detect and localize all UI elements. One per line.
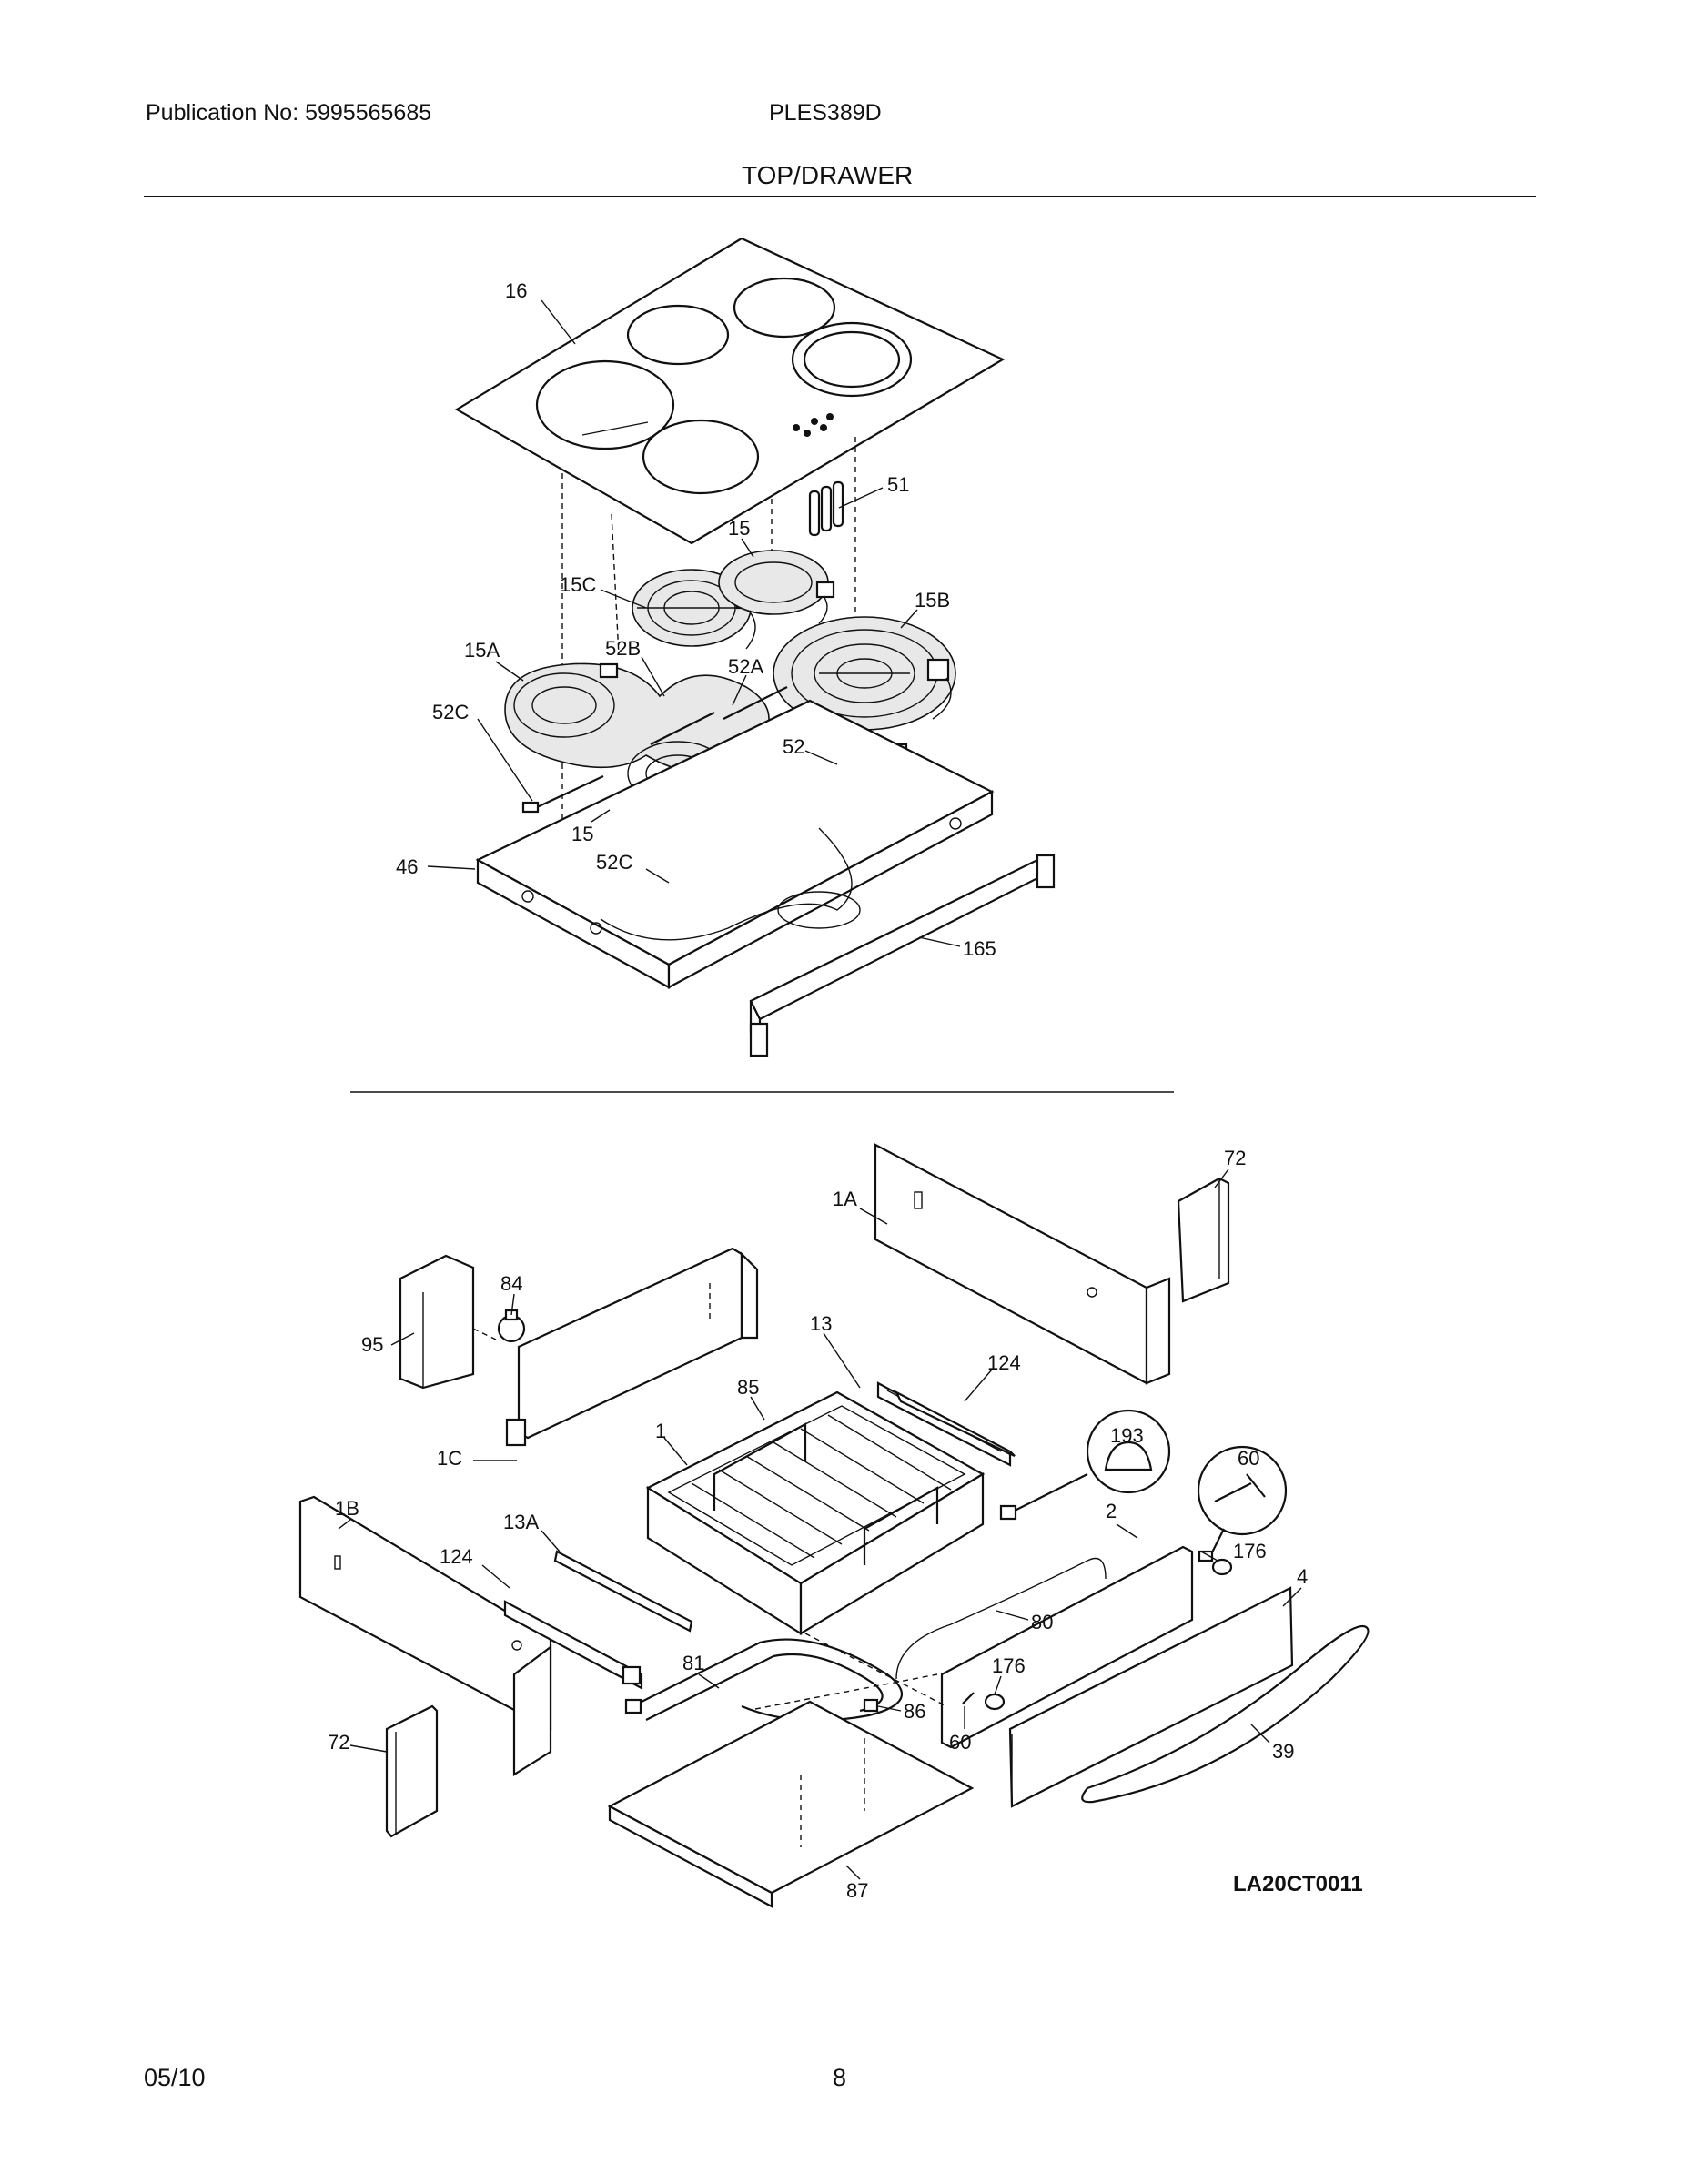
callout-1A: 1A — [833, 1188, 857, 1210]
callout-60: 60 — [1238, 1447, 1259, 1470]
drawer-side-panel-1B — [298, 1495, 552, 1776]
callout-46: 46 — [396, 855, 418, 878]
drawer-bottom-87 — [607, 1700, 975, 1908]
slide-rail-124-right — [894, 1390, 1016, 1457]
drawer-inner-door-2 — [895, 1545, 1194, 1749]
drawer-back-panel-1A — [874, 1143, 1171, 1385]
callout-86: 86 — [904, 1700, 925, 1723]
callout-leaders — [338, 299, 1302, 1880]
front-rail-165 — [749, 854, 1056, 1057]
callout-52B: 52B — [605, 637, 641, 660]
callout-124: 124 — [987, 1351, 1021, 1374]
callout-176-left: 176 — [992, 1654, 1026, 1677]
callout-39: 39 — [1272, 1740, 1294, 1763]
callout-52C-lower: 52C — [596, 851, 632, 874]
drawer-slide-13A — [553, 1550, 693, 1633]
callout-176: 176 — [1233, 1540, 1267, 1562]
junction-box-95 — [399, 1254, 475, 1390]
callout-85: 85 — [737, 1376, 759, 1399]
terminal-block-51 — [808, 480, 844, 537]
callout-72-left: 72 — [328, 1731, 349, 1754]
callout-80: 80 — [1031, 1611, 1053, 1633]
callout-165: 165 — [963, 937, 996, 960]
callout-2: 2 — [1106, 1500, 1117, 1522]
glass-cooktop-16 — [454, 237, 1006, 545]
callout-1: 1 — [655, 1420, 666, 1442]
callout-16: 16 — [505, 279, 527, 302]
drawer-bracket-72 — [1177, 1177, 1230, 1303]
element-clip-86 — [863, 1698, 879, 1713]
callout-15B: 15B — [915, 589, 950, 612]
callout-13: 13 — [810, 1312, 832, 1335]
header-rule — [144, 196, 1536, 197]
drawer-rack-85 — [667, 1405, 966, 1566]
callout-124-left: 124 — [440, 1545, 473, 1568]
callout-52A: 52A — [728, 655, 763, 678]
drawer-bracket-72-left — [385, 1704, 439, 1838]
drawer-handle-39 — [1081, 1624, 1370, 1804]
callout-52: 52 — [783, 735, 804, 758]
slide-rail-124-left — [503, 1600, 643, 1690]
footer-date: 05/10 — [144, 2064, 206, 2091]
cooktop-box-46 — [475, 699, 995, 989]
diagram-code: LA20CT0011 — [1233, 1872, 1363, 1896]
callout-13A: 13A — [503, 1511, 539, 1533]
callout-51: 51 — [887, 473, 909, 496]
drawer-switch-84 — [497, 1309, 526, 1343]
callout-labels: 16 51 15 15C 15B 15A 52B 52A 52C 52 15 5… — [328, 279, 1363, 1902]
drawer-side-panel-1C — [505, 1247, 759, 1447]
callout-4: 4 — [1297, 1565, 1308, 1588]
footer-page-number: 8 — [833, 2064, 847, 2091]
callout-81: 81 — [682, 1652, 704, 1674]
radiant-element-15 — [718, 550, 835, 624]
callout-15A: 15A — [464, 639, 500, 662]
callout-15: 15 — [728, 517, 750, 540]
callout-1C: 1C — [437, 1447, 462, 1470]
callout-84: 84 — [500, 1272, 522, 1295]
publication-number: Publication No: 5995565685 — [146, 100, 432, 126]
callout-1B: 1B — [335, 1497, 359, 1520]
callout-87: 87 — [846, 1879, 868, 1902]
callout-15-lower: 15 — [571, 823, 593, 845]
radiant-element-15B — [773, 616, 956, 731]
callout-193: 193 — [1110, 1424, 1144, 1447]
callout-52C: 52C — [432, 701, 469, 723]
callout-15C: 15C — [560, 573, 596, 596]
screw-detail-60 — [1197, 1445, 1288, 1562]
drawer-body-1 — [645, 1390, 986, 1635]
callout-60-left: 60 — [949, 1731, 971, 1754]
plug-detail-193 — [999, 1409, 1171, 1521]
drawer-front-panel-4 — [1008, 1586, 1294, 1808]
alignment-lines-bottom — [472, 1328, 947, 1710]
washer-176 — [1211, 1558, 1233, 1576]
section-title: TOP/DRAWER — [742, 161, 914, 189]
callout-72: 72 — [1224, 1147, 1246, 1169]
callout-95: 95 — [361, 1333, 383, 1356]
model-number: PLES389D — [769, 100, 882, 126]
drawer-element-81 — [624, 1638, 904, 1722]
